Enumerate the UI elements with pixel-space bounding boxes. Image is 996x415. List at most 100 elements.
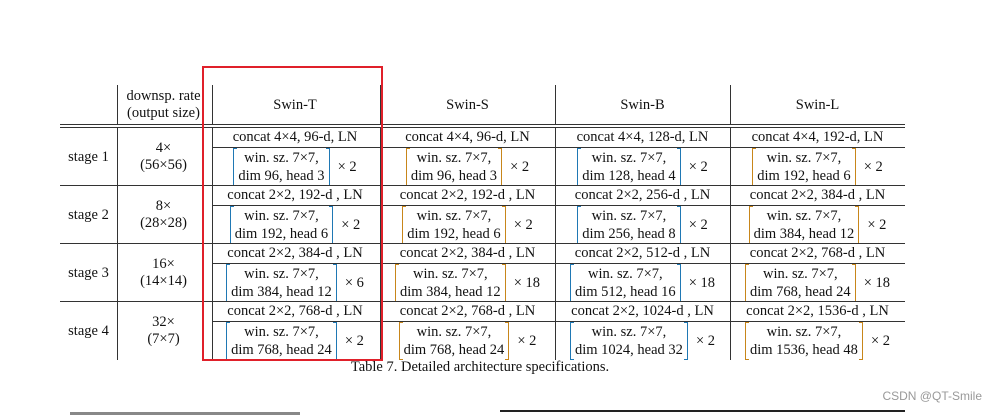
patch-merging-text: concat 2×2, 192-d , LN [227, 187, 363, 203]
stage-label: stage 3 [60, 244, 117, 302]
block-cell: win. sz. 7×7,dim 768, head 24× 18 [730, 264, 905, 302]
downsample-rate: 16× [152, 256, 175, 272]
inner-rule [212, 263, 905, 264]
patch-merging-cell: concat 2×2, 512-d , LN [555, 244, 730, 263]
column-divider [117, 244, 118, 302]
block-multiplier: × 2 [870, 332, 890, 349]
block-cell: win. sz. 7×7,dim 512, head 16× 18 [555, 264, 730, 302]
dim-head: dim 96, head 3 [410, 168, 498, 184]
window-size: win. sz. 7×7, [244, 150, 319, 166]
dim-head: dim 768, head 24 [750, 284, 851, 300]
block-cell: win. sz. 7×7, dim 96, head 3 × 2 [380, 148, 555, 186]
stage-label: stage 4 [60, 302, 117, 360]
dim-head: dim 1024, head 32 [575, 342, 683, 358]
stage-downsample: 16×(14×14) [117, 244, 210, 302]
block-cell: win. sz. 7×7,dim 128, head 4× 2 [555, 148, 730, 186]
header-downsp-line1: downsp. rate [126, 88, 201, 104]
inner-rule [212, 205, 905, 206]
block-spec: win. sz. 7×7,dim 256, head 8 × 2 [577, 206, 708, 244]
column-divider [555, 302, 556, 360]
downsample-rate: 32× [152, 314, 175, 330]
column-divider [380, 302, 381, 360]
block-cell: win. sz. 7×7,dim 96, head 3× 2 [210, 148, 380, 186]
header-divider [380, 85, 381, 124]
block-cell: win. sz. 7×7,dim 256, head 8 × 2 [555, 206, 730, 244]
header-model-0: Swin-T [210, 85, 380, 125]
column-divider [730, 244, 731, 302]
block-multiplier: × 2 [337, 158, 357, 175]
patch-merging-text: concat 4×4, 96-d, LN [232, 129, 358, 145]
patch-merging-text: concat 2×2, 768-d , LN [227, 303, 363, 319]
header-divider [555, 85, 556, 124]
header-downsp-line2: (output size) [127, 105, 200, 121]
stage-downsample: 4×(56×56) [117, 128, 210, 186]
patch-merging-cell: concat 2×2, 384-d , LN [380, 244, 555, 263]
block-multiplier: × 2 [510, 158, 530, 175]
bracket-group: win. sz. 7×7, dim 1024, head 32 [570, 322, 688, 360]
block-spec: win. sz. 7×7, dim 96, head 3 × 2 [405, 148, 530, 186]
header-rule [60, 124, 905, 125]
window-size: win. sz. 7×7, [766, 208, 842, 224]
patch-merging-text: concat 4×4, 96-d, LN [405, 129, 530, 145]
block-multiplier: × 2 [688, 216, 708, 233]
window-size: win. sz. 7×7, [416, 150, 492, 166]
patch-merging-text: concat 4×4, 128-d, LN [576, 129, 709, 145]
patch-merging-cell: concat 2×2, 384-d , LN [730, 186, 905, 205]
block-cell: win. sz. 7×7,dim 768, head 24× 2 [210, 322, 380, 360]
column-divider [730, 128, 731, 186]
header-model-1: Swin-S [380, 85, 555, 125]
header-rule [60, 127, 905, 128]
header-model-label: Swin-B [620, 96, 665, 113]
bracket-group: win. sz. 7×7, dim 384, head 12 [395, 264, 506, 302]
dim-head: dim 384, head 12 [400, 284, 501, 300]
stage-label: stage 1 [60, 128, 117, 186]
header-model-label: Swin-L [795, 96, 840, 113]
patch-merging-text: concat 2×2, 1024-d , LN [571, 303, 714, 319]
bracket-group: win. sz. 7×7,dim 768, head 24 [398, 322, 510, 360]
header-model-2: Swin-B [555, 85, 730, 125]
bracket-group: win. sz. 7×7,dim 256, head 8 [577, 206, 682, 244]
column-divider [730, 302, 731, 360]
window-size: win. sz. 7×7, [413, 266, 488, 282]
stage-name: stage 3 [68, 264, 109, 281]
block-multiplier: × 6 [344, 274, 364, 291]
patch-merging-cell: concat 2×2, 192-d , LN [380, 186, 555, 205]
block-multiplier: × 2 [867, 216, 887, 233]
patch-merging-text: concat 2×2, 384-d , LN [399, 245, 536, 261]
header-divider [117, 85, 118, 124]
column-divider [212, 244, 213, 302]
window-size: win. sz. 7×7, [763, 266, 838, 282]
output-size: (14×14) [140, 273, 187, 289]
window-size: win. sz. 7×7, [766, 150, 842, 166]
block-cell: win. sz. 7×7,dim 192, head 6× 2 [210, 206, 380, 244]
downsample-rate: 8× [155, 198, 172, 214]
dim-head: dim 768, head 24 [231, 342, 332, 358]
stage-rule [60, 301, 905, 302]
patch-merging-cell: concat 4×4, 192-d, LN [730, 128, 905, 147]
patch-merging-text: concat 2×2, 768-d , LN [399, 303, 536, 319]
window-size: win. sz. 7×7, [766, 324, 842, 340]
block-spec: win. sz. 7×7,dim 384, head 12× 2 [748, 206, 887, 244]
column-divider [212, 302, 213, 360]
block-spec: win. sz. 7×7,dim 768, head 24× 2 [398, 322, 536, 360]
inner-rule [212, 147, 905, 148]
bracket-group: win. sz. 7×7, dim 96, head 3 [405, 148, 503, 186]
patch-merging-cell: concat 2×2, 1024-d , LN [555, 302, 730, 321]
window-size: win. sz. 7×7, [591, 150, 667, 166]
patch-merging-cell: concat 2×2, 768-d , LN [730, 244, 905, 263]
column-divider [380, 244, 381, 302]
dim-head: dim 1536, head 48 [750, 342, 858, 358]
block-cell: win. sz. 7×7, dim 1536, head 48 × 2 [730, 322, 905, 360]
block-spec: win. sz. 7×7,dim 1024, head 32× 2 [570, 322, 715, 360]
block-spec: win. sz. 7×7,dim 768, head 24× 2 [226, 322, 364, 360]
block-spec: win. sz. 7×7,dim 512, head 16× 18 [570, 264, 715, 302]
column-divider [555, 186, 556, 244]
output-size: (56×56) [140, 157, 187, 173]
highlight-box-swin-t [202, 66, 383, 361]
window-size: win. sz. 7×7, [591, 324, 667, 340]
column-divider [212, 128, 213, 186]
block-multiplier: × 18 [688, 274, 715, 291]
patch-merging-cell: concat 2×2, 384-d , LN [210, 244, 380, 263]
block-cell: win. sz. 7×7,dim 384, head 12× 6 [210, 264, 380, 302]
cut-off-body-text [70, 412, 300, 415]
